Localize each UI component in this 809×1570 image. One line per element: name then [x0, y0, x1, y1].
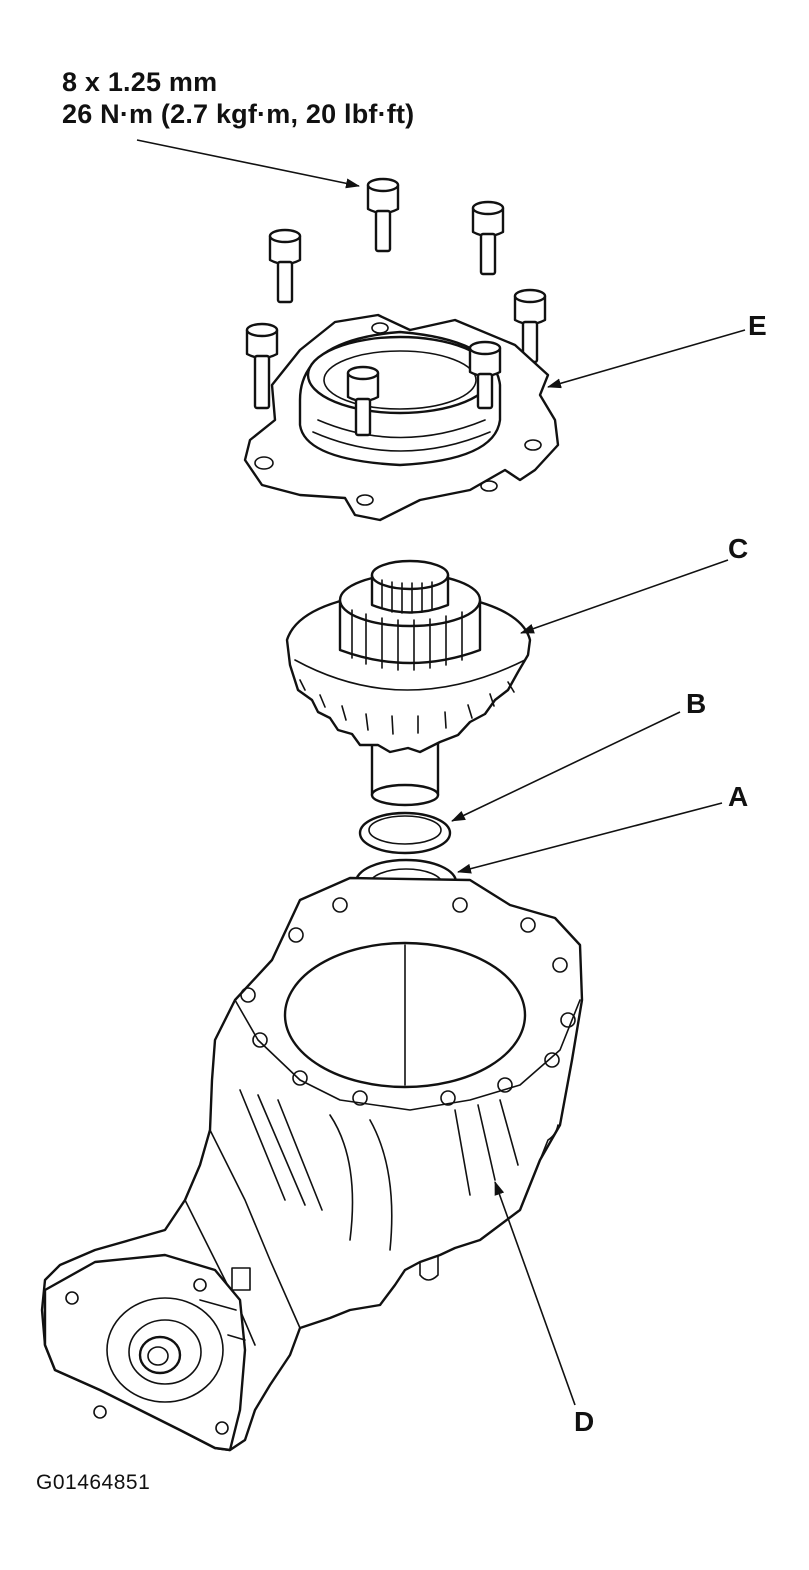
leader-a	[457, 802, 723, 874]
figure-id: G01464851	[36, 1471, 151, 1494]
part-e-bearing-holder	[243, 313, 560, 522]
bolt	[366, 177, 400, 253]
bolt	[471, 200, 505, 276]
callout-a: A	[728, 781, 749, 812]
callout-d: D	[574, 1406, 595, 1437]
part-b-shim	[358, 811, 452, 855]
part-d-carrier-housing	[40, 876, 584, 1452]
part-c-ring-gear	[285, 559, 532, 807]
leader-e	[547, 329, 746, 389]
bolt	[268, 228, 302, 304]
leader-lines	[136, 139, 746, 1406]
bolt-size-label: 8 x 1.25 mm	[62, 67, 218, 97]
leader-b	[451, 711, 681, 822]
bolt	[513, 288, 547, 364]
bolt-torque-label: 26 N·m (2.7 kgf·m, 20 lbf·ft)	[62, 99, 415, 129]
callout-b: B	[686, 688, 707, 719]
leader-bolt-spec	[136, 139, 360, 189]
bolt-set	[268, 177, 547, 364]
bolt-torque-spec: 8 x 1.25 mm 26 N·m (2.7 kgf·m, 20 lbf·ft…	[62, 66, 414, 130]
leader-d	[494, 1181, 576, 1406]
callout-e: E	[748, 310, 767, 341]
callout-c: C	[728, 533, 749, 564]
leader-c	[520, 559, 729, 634]
